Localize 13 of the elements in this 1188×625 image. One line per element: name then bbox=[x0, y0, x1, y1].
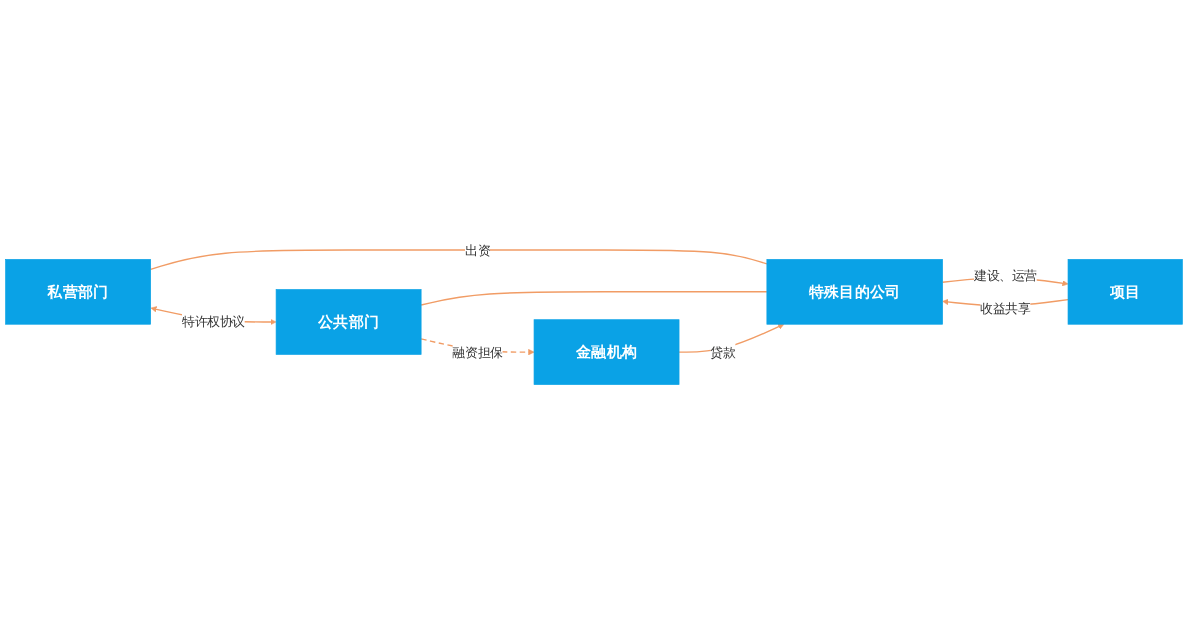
node-box: 公共部门 bbox=[275, 289, 422, 355]
node-box: 项目 bbox=[1067, 259, 1183, 325]
edge-label: 融资担保 bbox=[452, 344, 503, 360]
connector bbox=[149, 249, 768, 271]
edge-label: 建设、运营 bbox=[974, 268, 1037, 283]
node-box: 金融机构 bbox=[533, 319, 680, 385]
edge-label: 贷款 bbox=[710, 344, 736, 360]
edge-label: 特许权协议 bbox=[182, 314, 245, 330]
node-box: 特殊目的公司 bbox=[766, 259, 943, 325]
edge-label: 收益共享 bbox=[980, 300, 1031, 316]
edge-label: 出资 bbox=[465, 242, 491, 258]
node-box: 私营部门 bbox=[5, 259, 151, 325]
connector bbox=[420, 291, 768, 306]
